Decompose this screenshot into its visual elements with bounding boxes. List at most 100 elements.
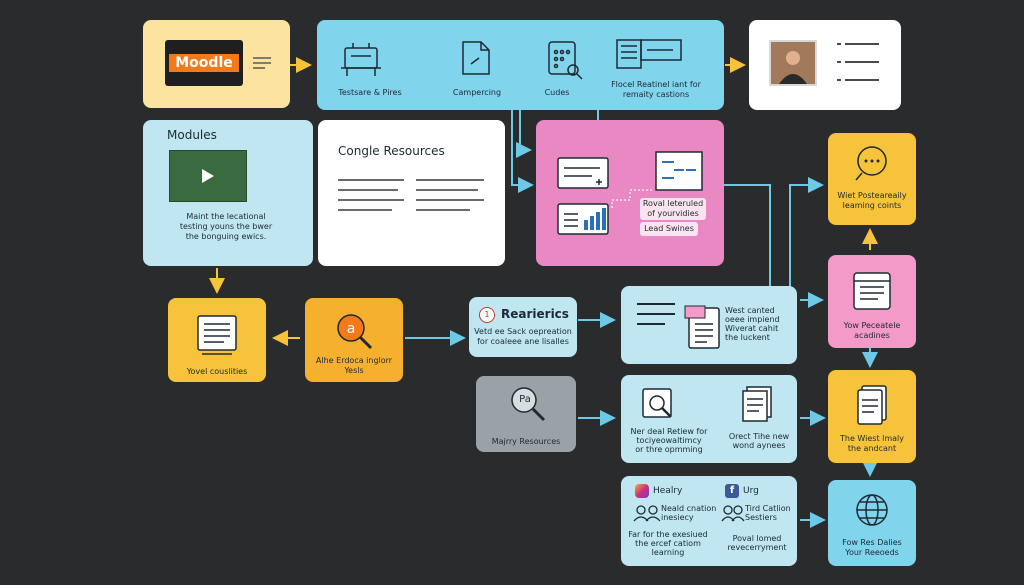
people-right-2: Sestiers [745, 513, 777, 522]
records-2: Your Reeoeds [845, 548, 899, 557]
svg-text:a: a [347, 321, 356, 337]
west-canted-2: oeee impiend [725, 315, 780, 324]
lead-swines-button[interactable]: Lead Swines [640, 222, 698, 236]
acadines-2: acadines [854, 331, 890, 340]
chat-panel-icon [557, 157, 609, 189]
tool-label-5: remaity castions [622, 90, 690, 99]
inglorr-label-2: Yesls [344, 366, 364, 375]
person-icon [771, 42, 815, 84]
couslities-label: Yovel couslities [186, 367, 248, 376]
text-lines-icon [637, 303, 675, 325]
pink-label-bg [640, 198, 706, 220]
search-icon [642, 388, 672, 418]
document-icon [462, 41, 490, 75]
ner-deal-left-2: tociyeowaltimcy [636, 436, 702, 445]
social-bottom-left-3: learning [651, 548, 685, 557]
tool-label-1: Testsare & Pires [338, 88, 402, 97]
tool-label-2: Campercing [452, 88, 502, 97]
majrry-icon-text: Pa [519, 394, 531, 405]
rearierics-desc-1: Vetd ee Sack oepreation [474, 327, 572, 336]
pink-label-1: Roval leteruled [642, 199, 704, 208]
tool-label-3: Cudes [544, 88, 570, 97]
instagram-icon[interactable] [635, 484, 649, 498]
pink-resources-box[interactable]: Roval leteruled of yourvidies Lead Swine… [536, 120, 724, 266]
west-canted-4: the luckent [725, 333, 770, 342]
documents-icon [742, 386, 772, 422]
rearierics-box[interactable]: 1 Rearierics Vetd ee Sack oepreation for… [469, 297, 577, 357]
andcant-box[interactable]: The Wiest lmaly the andcant [828, 370, 916, 463]
rearierics-title: Rearierics [501, 307, 569, 321]
flow-screen-icon [655, 151, 703, 191]
ner-deal-left-3: or thre opmming [635, 445, 703, 454]
acadines-box[interactable]: Yow Peceatele acadines [828, 255, 916, 348]
tablet-icon [853, 272, 891, 310]
social-box[interactable]: Healry f Urg Neald cnation inesiecy Tird… [621, 476, 797, 566]
modules-title: Modules [167, 128, 217, 142]
people-right-1: Tird Catlion [745, 504, 791, 513]
andcant-1: The Wiest lmaly [839, 434, 905, 443]
form-panel-icon [616, 39, 682, 69]
modules-desc-1: Maint the lecational [186, 212, 266, 221]
learning-points-2: leaming coints [842, 201, 902, 210]
clipboard-icon [684, 305, 720, 349]
modules-box[interactable]: Modules Maint the lecational testing you… [143, 120, 313, 266]
modules-desc-2: testing youns the bwer [179, 222, 273, 231]
instructor-thumbnail[interactable] [769, 40, 817, 86]
andcant-2: the andcant [847, 444, 897, 453]
west-canted-3: Wiverat cahit [725, 324, 779, 333]
instagram-label: Healry [653, 486, 683, 496]
search-icon [511, 387, 546, 422]
chat-bubble-search-icon [855, 146, 887, 181]
calculator-search-icon [548, 41, 583, 80]
congle-resources-box[interactable]: Congle Resources [318, 120, 505, 266]
search-icon: a [337, 314, 373, 350]
globe-icon [856, 494, 888, 526]
ner-deal-box[interactable]: Ner deal Retiew for tociyeowaltimcy or t… [621, 375, 797, 463]
facebook-label: Urg [743, 486, 759, 496]
ner-deal-right-1: Orect Tihe new [728, 432, 790, 441]
majrry-label: Majrry Resources [491, 437, 561, 446]
social-bottom-right-1: Poval lomed [732, 534, 782, 543]
congle-title: Congle Resources [338, 144, 445, 158]
bar-chart-icon [557, 203, 609, 235]
couslities-box[interactable]: Yovel couslities [168, 298, 266, 382]
stacked-documents-icon [857, 385, 887, 425]
tools-box[interactable]: Testsare & Pires Campercing Cudes Flocel… [317, 20, 724, 110]
tool-label-4: Flocel Reatinel iant for [611, 80, 701, 89]
people-left-1: Neald cnation [661, 504, 717, 513]
rearierics-number-badge: 1 [479, 307, 495, 323]
video-player[interactable] [169, 150, 247, 202]
people-left-2: inesiecy [661, 513, 694, 522]
learning-points-1: Wiet Posteareaily [837, 191, 907, 200]
text-columns-icon [338, 179, 484, 211]
moodle-logo: Moodle [169, 54, 239, 72]
people-icon [721, 505, 745, 522]
social-bottom-right-2: revecerryment [727, 543, 787, 552]
modules-desc-3: the bonguing ewics. [185, 232, 267, 241]
people-icon [633, 505, 661, 522]
records-box[interactable]: Fow Res Dalies Your Reeoeds [828, 480, 916, 566]
social-bottom-left-1: Far for the exesiued [628, 530, 708, 539]
bullet-list-icon [837, 43, 879, 81]
west-canted-1: West canted [725, 306, 775, 315]
records-1: Fow Res Dalies [842, 538, 902, 547]
text-lines-icon [253, 57, 271, 69]
monitor-document-icon [197, 315, 237, 355]
pink-label-2: of yourvidies [647, 209, 699, 218]
video-box[interactable] [749, 20, 901, 110]
desk-icon [341, 43, 381, 76]
inglorr-label-1: Alhe Erdoca inglorr [315, 356, 393, 365]
social-bottom-left-2: the ercef catiom [635, 539, 701, 548]
acadines-1: Yow Peceatele [843, 321, 901, 330]
ner-deal-left-1: Ner deal Retiew for [630, 427, 708, 436]
west-canted-box[interactable]: West canted oeee impiend Wiverat cahit t… [621, 286, 797, 364]
inglorr-box[interactable]: a Alhe Erdoca inglorr Yesls [305, 298, 403, 382]
lead-swines-label: Lead Swines [644, 224, 694, 233]
ner-deal-right-2: wond aynees [732, 441, 786, 450]
learning-points-box[interactable]: Wiet Posteareaily leaming coints [828, 133, 916, 225]
dotted-connector [611, 189, 652, 208]
majrry-resources-box[interactable]: Pa Majrry Resources [476, 376, 576, 452]
facebook-icon[interactable]: f [725, 484, 739, 498]
moodle-box[interactable]: Moodle [143, 20, 290, 108]
